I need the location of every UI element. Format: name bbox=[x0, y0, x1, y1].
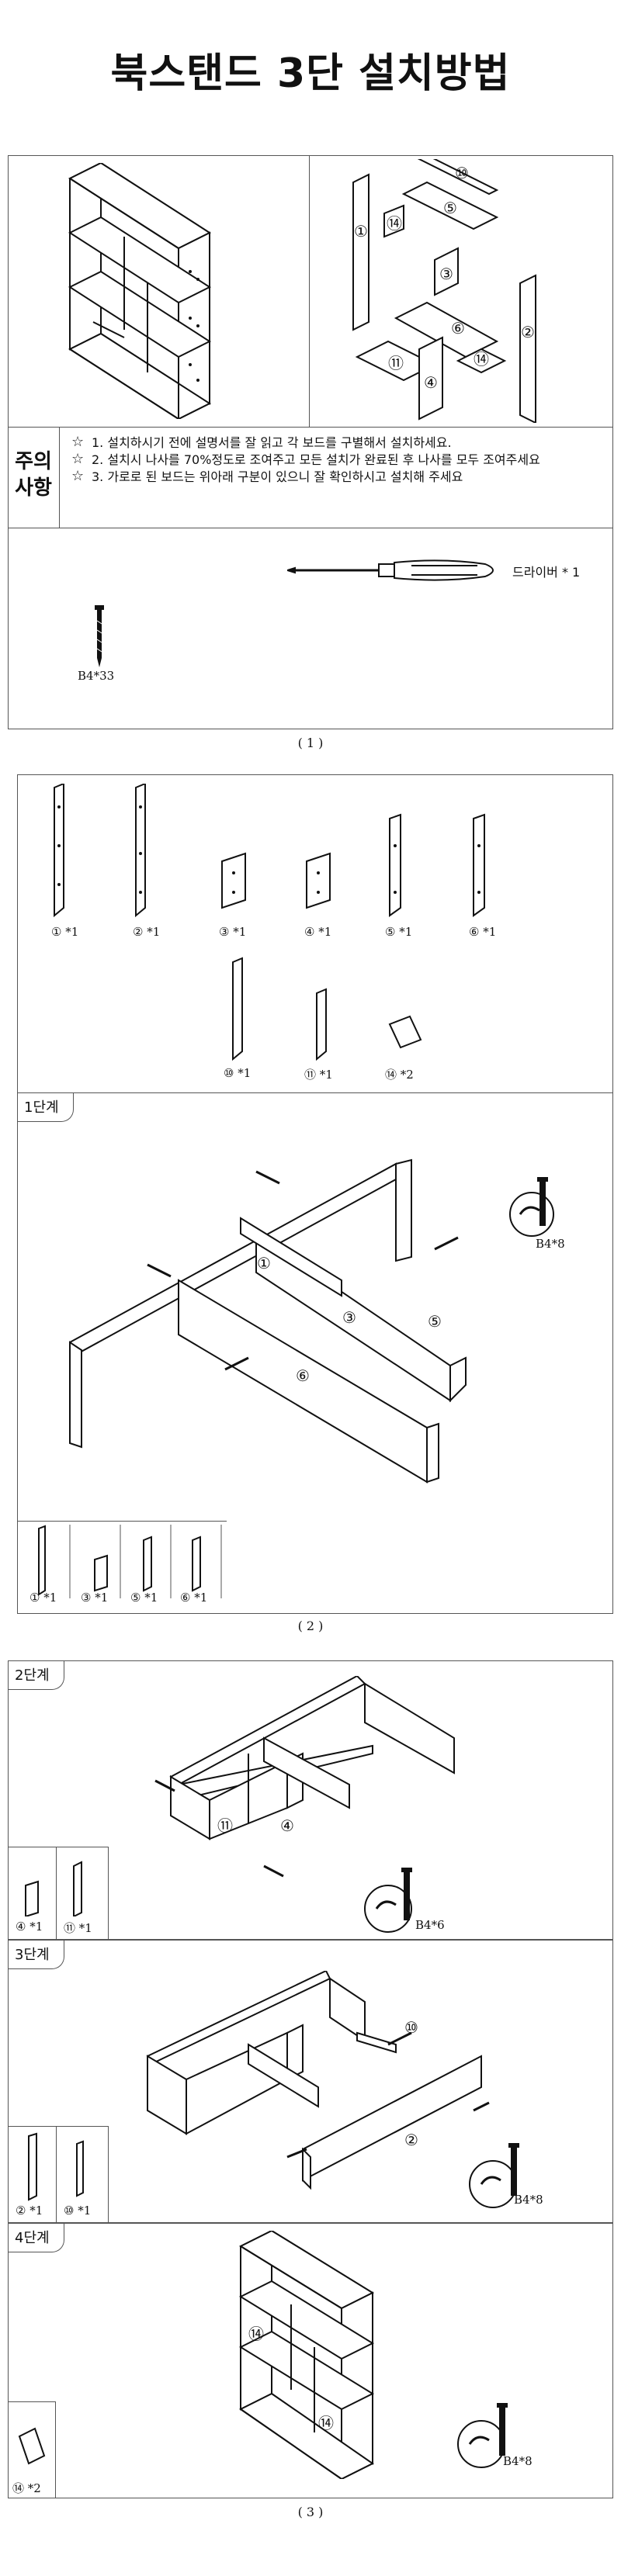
step-tab: 3단계 bbox=[9, 1941, 64, 1969]
part-count-label: ① *1 bbox=[29, 1591, 57, 1605]
part-count-label: ⑥ *1 bbox=[180, 1591, 208, 1605]
step1-part-label: ③ bbox=[342, 1308, 356, 1327]
step3-parts-divider bbox=[56, 2126, 57, 2223]
step3-parts-border bbox=[8, 2126, 109, 2223]
step-tab: 2단계 bbox=[9, 1661, 64, 1690]
part-count-label: ② *1 bbox=[16, 2204, 43, 2218]
part-count-label: ⑭ *2 bbox=[12, 2481, 41, 2495]
screw-icon bbox=[95, 605, 104, 667]
caution-heading-line: 사항 bbox=[15, 476, 52, 500]
caution-item: ☆ 1. 설치하시기 전에 설명서를 잘 읽고 각 보드를 구별해서 설치하세요. bbox=[71, 434, 540, 452]
part-count-label: ④ *1 bbox=[16, 1920, 43, 1934]
exploded-parts-illustration: ⑩ ⑤ ① ⑭ ③ ⑥ ② ⑪ ④ ⑭ bbox=[352, 159, 536, 423]
caution-heading-line: 주의 bbox=[15, 450, 52, 473]
step3-illustration: ⑩ ② bbox=[146, 1971, 490, 2190]
step4-part-label: ⑭ bbox=[318, 2414, 334, 2432]
part-count-label: ② *1 bbox=[133, 925, 161, 939]
star-icon: ☆ bbox=[71, 434, 85, 450]
part-count-label: ⑤ *1 bbox=[130, 1591, 158, 1605]
caution-list: ☆ 1. 설치하시기 전에 설명서를 잘 읽고 각 보드를 구별해서 설치하세요.… bbox=[71, 434, 540, 486]
step1-parts-row-border bbox=[17, 1521, 227, 1522]
star-icon: ☆ bbox=[71, 468, 85, 484]
exploded-label: ⑩ bbox=[455, 164, 469, 182]
step4-parts-illustration bbox=[18, 2427, 46, 2465]
screw-label: B4*6 bbox=[415, 1918, 445, 1932]
part-count-label: ⑪ *1 bbox=[304, 1068, 333, 1082]
step4-illustration: ⑭ ⑭ bbox=[238, 2231, 375, 2479]
screw-label: B4*8 bbox=[536, 1237, 565, 1251]
exploded-label: ② bbox=[521, 323, 535, 341]
screw-detail-circle-icon bbox=[469, 2143, 519, 2208]
step1-part-label: ⑥ bbox=[296, 1366, 310, 1385]
assembled-shelf-illustration bbox=[68, 163, 212, 419]
screw-detail-circle-icon bbox=[364, 1868, 412, 1933]
page-title: 북스탠드 3단 설치방법 bbox=[110, 50, 511, 97]
caution-heading-divider bbox=[59, 427, 60, 528]
exploded-label: ④ bbox=[424, 373, 438, 392]
caution-row-border bbox=[8, 427, 613, 428]
step2-parts-illustration bbox=[25, 1861, 82, 1916]
exploded-label: ⑭ bbox=[474, 350, 489, 369]
step-tab: 1단계 bbox=[18, 1093, 74, 1122]
exploded-label: ⑪ bbox=[388, 354, 404, 372]
step4-part-label: ⑭ bbox=[248, 2325, 264, 2343]
step1-part-label: ① bbox=[257, 1254, 271, 1272]
step1-frame bbox=[17, 1092, 613, 1614]
figure-caption: ( 2 ) bbox=[297, 1619, 324, 1633]
exploded-label: ③ bbox=[439, 265, 453, 283]
step2-parts-border bbox=[8, 1847, 109, 1940]
star-icon: ☆ bbox=[71, 451, 85, 467]
section1-divider bbox=[309, 155, 310, 427]
part-count-label: ④ *1 bbox=[304, 925, 332, 939]
caution-text: 3. 가로로 된 보드는 위아래 구분이 있으니 잘 확인하시고 설치해 주세요 bbox=[92, 469, 463, 484]
step1-part-label: ⑤ bbox=[428, 1312, 442, 1331]
parts-row-illustration bbox=[54, 784, 485, 918]
screw-detail-circle-icon bbox=[457, 2403, 508, 2468]
screw-label: B4*8 bbox=[503, 2454, 533, 2468]
part-count-label: ③ *1 bbox=[219, 925, 247, 939]
caution-text: 1. 설치하시기 전에 설명서를 잘 읽고 각 보드를 구별해서 설치하세요. bbox=[92, 435, 452, 450]
exploded-label: ⑤ bbox=[443, 199, 457, 217]
exploded-label: ① bbox=[354, 222, 368, 241]
step3-parts-illustration bbox=[28, 2132, 84, 2201]
step1-illustration: ① ③ ⑤ ⑥ bbox=[69, 1158, 467, 1484]
step2-part-label: ⑪ bbox=[217, 1816, 233, 1835]
part-count-label: ⑥ *1 bbox=[469, 925, 497, 939]
parts-row-illustration bbox=[232, 957, 422, 1061]
screw-label: B4*33 bbox=[78, 669, 115, 683]
part-count-label: ⑭ *2 bbox=[385, 1068, 414, 1082]
driver-label: 드라이버 * 1 bbox=[512, 565, 581, 580]
part-count-label: ① *1 bbox=[51, 925, 79, 939]
step3-part-label: ② bbox=[404, 2131, 418, 2149]
exploded-label: ⑥ bbox=[451, 319, 465, 338]
part-count-label: ⑤ *1 bbox=[385, 925, 413, 939]
screwdriver-icon bbox=[287, 559, 494, 581]
caution-item: ☆ 3. 가로로 된 보드는 위아래 구분이 있으니 잘 확인하시고 설치해 주세… bbox=[71, 468, 540, 486]
caution-text: 2. 설치시 나사를 70%정도로 조여주고 모든 설치가 완료된 후 나사를 … bbox=[92, 452, 540, 467]
exploded-label: ⑭ bbox=[387, 214, 402, 233]
caution-heading: 주의 사항 bbox=[8, 448, 59, 501]
step3-part-label: ⑩ bbox=[404, 2018, 418, 2037]
step2-part-label: ④ bbox=[280, 1816, 294, 1835]
part-count-label: ⑩ *1 bbox=[224, 1066, 252, 1080]
figure-caption: ( 1 ) bbox=[297, 736, 324, 750]
step1-parts-illustration bbox=[38, 1525, 222, 1598]
step4-parts-border bbox=[8, 2401, 56, 2498]
part-count-label: ③ *1 bbox=[81, 1591, 109, 1605]
part-count-label: ⑪ *1 bbox=[64, 1921, 92, 1935]
step-tab: 4단계 bbox=[9, 2224, 64, 2252]
step2-illustration: ⑪ ④ bbox=[154, 1676, 455, 1878]
caution-item: ☆ 2. 설치시 나사를 70%정도로 조여주고 모든 설치가 완료된 후 나사를… bbox=[71, 451, 540, 469]
screw-label: B4*8 bbox=[514, 2193, 543, 2207]
part-count-label: ⑩ *1 bbox=[64, 2204, 92, 2218]
step2-parts-divider bbox=[56, 1847, 57, 1940]
screw-detail-circle-icon bbox=[509, 1177, 554, 1237]
figure-caption: ( 3 ) bbox=[297, 2505, 324, 2519]
